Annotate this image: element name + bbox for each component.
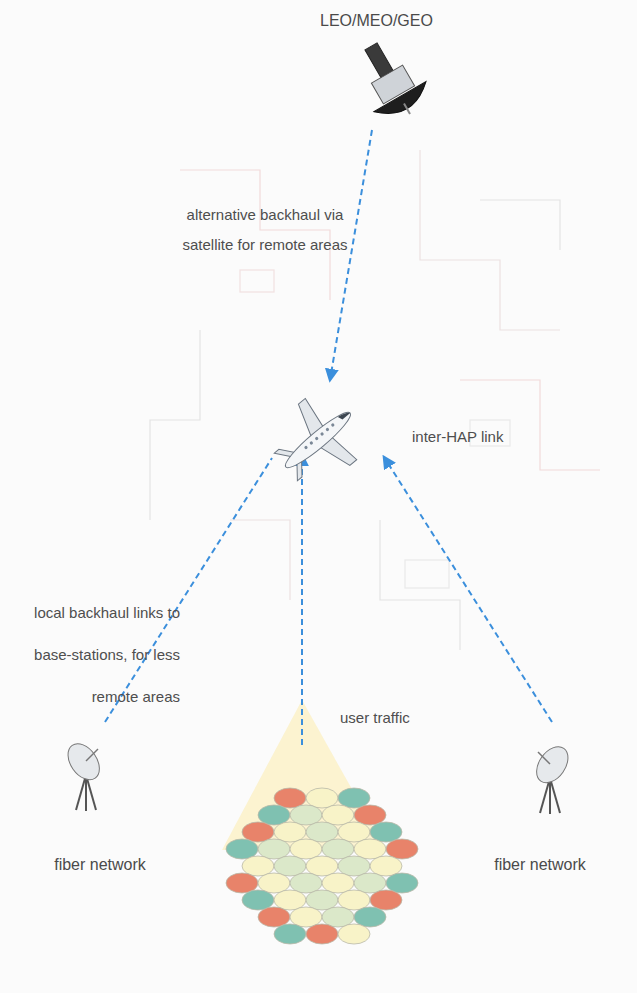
cell	[242, 856, 274, 876]
window	[309, 441, 314, 446]
inter-hap-line	[384, 457, 552, 722]
cell	[226, 839, 258, 859]
cell	[386, 839, 418, 859]
cell	[290, 805, 322, 825]
cell	[354, 839, 386, 859]
aircraft-windows	[304, 423, 335, 450]
link-label: user traffic	[340, 708, 460, 728]
cell	[274, 890, 306, 910]
aircraft-wing	[289, 398, 328, 439]
cell	[274, 788, 306, 808]
cell	[306, 890, 338, 910]
satellite-dish	[374, 82, 433, 124]
cell	[322, 873, 354, 893]
circuit-trace	[180, 170, 330, 300]
cell	[306, 788, 338, 808]
cell	[370, 856, 402, 876]
cell	[226, 873, 258, 893]
ground-dish	[62, 738, 106, 811]
link-label: inter-HAP link	[412, 427, 552, 447]
cell	[354, 805, 386, 825]
dish-leg	[550, 778, 560, 813]
solar-panel	[365, 43, 393, 78]
satellite-backhaul-line	[330, 130, 372, 380]
dish-feed	[538, 752, 550, 764]
satellite-node: LEO/MEO/GEO	[320, 12, 430, 30]
cell	[306, 856, 338, 876]
satellite-feed	[404, 104, 410, 114]
circuit-trace	[230, 520, 290, 600]
dish-reflector	[62, 738, 106, 786]
link-label: local backhaul links to base-stations, f…	[8, 592, 180, 718]
circuit-block	[405, 560, 449, 588]
cell	[322, 839, 354, 859]
cell	[338, 788, 370, 808]
circuit-trace	[380, 520, 460, 650]
cell	[306, 924, 338, 944]
cell	[258, 805, 290, 825]
circuit-trace	[420, 150, 560, 330]
node-label: fiber network	[40, 856, 160, 874]
dish-leg	[549, 778, 551, 814]
cell	[370, 890, 402, 910]
dish-leg	[86, 775, 96, 810]
circuit-trace	[480, 200, 560, 250]
cell	[290, 873, 322, 893]
cell	[386, 873, 418, 893]
circuit-background	[150, 150, 600, 650]
cell	[322, 907, 354, 927]
aircraft-cockpit	[338, 409, 350, 421]
cell	[370, 822, 402, 842]
cell-cluster	[226, 788, 418, 944]
dish-reflector	[530, 741, 574, 789]
ground-station-node: fiber network	[480, 856, 600, 874]
dish-leg	[76, 775, 86, 810]
cell	[306, 822, 338, 842]
dish-leg	[85, 775, 87, 811]
window	[320, 432, 325, 437]
cell	[242, 890, 274, 910]
cell	[258, 839, 290, 859]
window	[325, 427, 330, 432]
dish-leg	[540, 778, 550, 813]
node-label: fiber network	[480, 856, 600, 874]
cell	[290, 839, 322, 859]
cell	[290, 907, 322, 927]
link-label: alternative backhaul via satellite for r…	[170, 200, 360, 260]
hap-aircraft	[260, 382, 376, 497]
cell	[258, 873, 290, 893]
cell	[338, 856, 370, 876]
aircraft-fuselage	[281, 407, 356, 473]
cell	[274, 924, 306, 944]
user-traffic-line	[301, 455, 303, 745]
window	[331, 423, 336, 428]
circuit-trace	[150, 330, 200, 520]
dish-feed	[86, 749, 98, 761]
window	[304, 445, 309, 450]
cell	[274, 856, 306, 876]
cell	[354, 907, 386, 927]
cell	[258, 907, 290, 927]
ground-station-node: fiber network	[40, 856, 160, 874]
cell	[338, 890, 370, 910]
local-backhaul-line	[105, 458, 272, 722]
node-label: LEO/MEO/GEO	[320, 12, 430, 30]
cell	[338, 924, 370, 944]
cell	[322, 805, 354, 825]
circuit-block	[240, 270, 274, 292]
ground-dish	[530, 741, 574, 814]
cell	[274, 822, 306, 842]
satellite-icon	[345, 31, 436, 129]
cell	[354, 873, 386, 893]
cell	[338, 822, 370, 842]
window	[314, 436, 319, 441]
cell	[242, 822, 274, 842]
circuit-trace	[460, 380, 600, 470]
